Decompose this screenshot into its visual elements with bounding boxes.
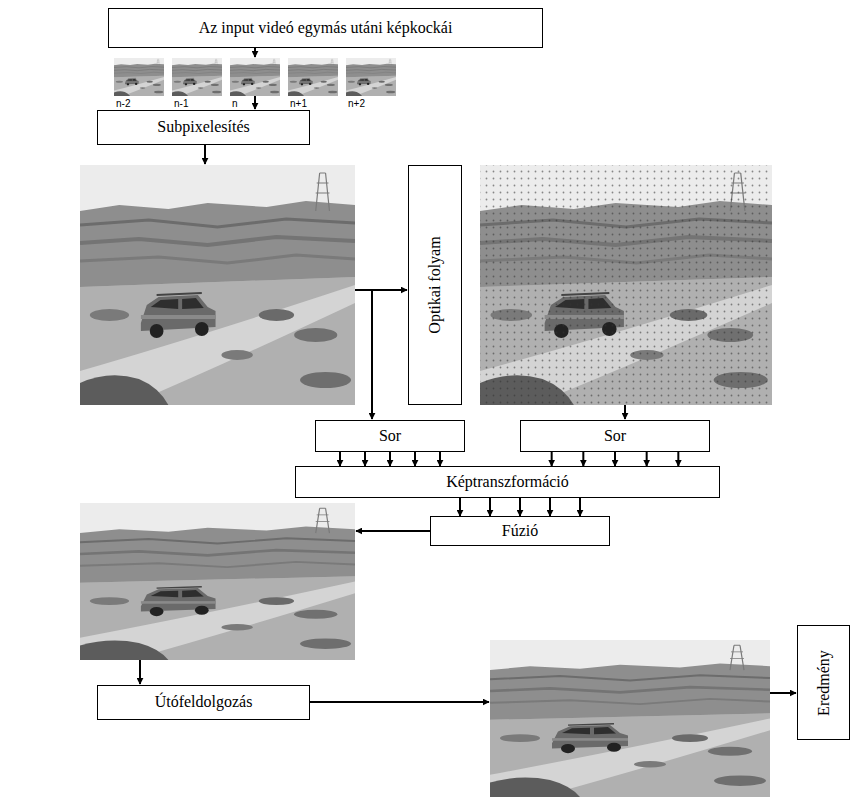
flow-arrows [140,48,796,702]
flow-arrow [489,498,491,516]
flow-arrow [459,498,461,516]
flow-arrow [519,498,521,516]
box-text: Fúzió [502,522,538,540]
frame-label: n-1 [174,98,188,109]
fused-image [80,503,355,660]
frame-label: n [232,98,238,109]
flow-arrow [677,452,679,466]
flow-arrow [582,452,584,466]
box-text: Subpixelesítés [157,118,249,136]
flow-arrow [614,452,616,466]
flow-arrow [549,498,551,516]
box-text: Optikai folyam [426,236,444,333]
result-image [490,640,770,797]
flow-arrow [579,498,581,516]
box-text: Sor [604,427,626,445]
box-text: Útófeldolgozás [155,693,253,711]
flow-arrow [414,452,416,466]
flow-arrow [389,452,391,466]
box-text: Eredmény [814,650,832,716]
process-box: Sor [315,420,465,452]
process-box: Sor [520,420,710,452]
subpixel-image [80,165,355,405]
video-frames [114,58,396,96]
process-box: Subpixelesítés [97,110,310,145]
box-text: Az input videó egymás utáni képkockái [199,19,453,37]
flow-arrow [364,452,366,466]
process-box: Az input videó egymás utáni képkockái [108,8,543,48]
flow-arrow [339,452,341,466]
vertical-process-box: Optikai folyam [408,165,462,405]
process-box: Útófeldolgozás [97,685,310,720]
frame-label: n+1 [290,98,307,109]
flow-arrow [551,452,553,466]
box-text: Sor [379,427,401,445]
frame-label: n-2 [116,98,130,109]
frame-label: n+2 [348,98,365,109]
vertical-process-box: Eredmény [797,625,850,740]
flow-arrow [439,452,441,466]
box-text: Képtranszformáció [446,473,569,491]
optical-flow-image [480,165,772,405]
flow-arrow [646,452,648,466]
process-box: Fúzió [430,516,610,546]
process-box: Képtranszformáció [295,466,720,498]
